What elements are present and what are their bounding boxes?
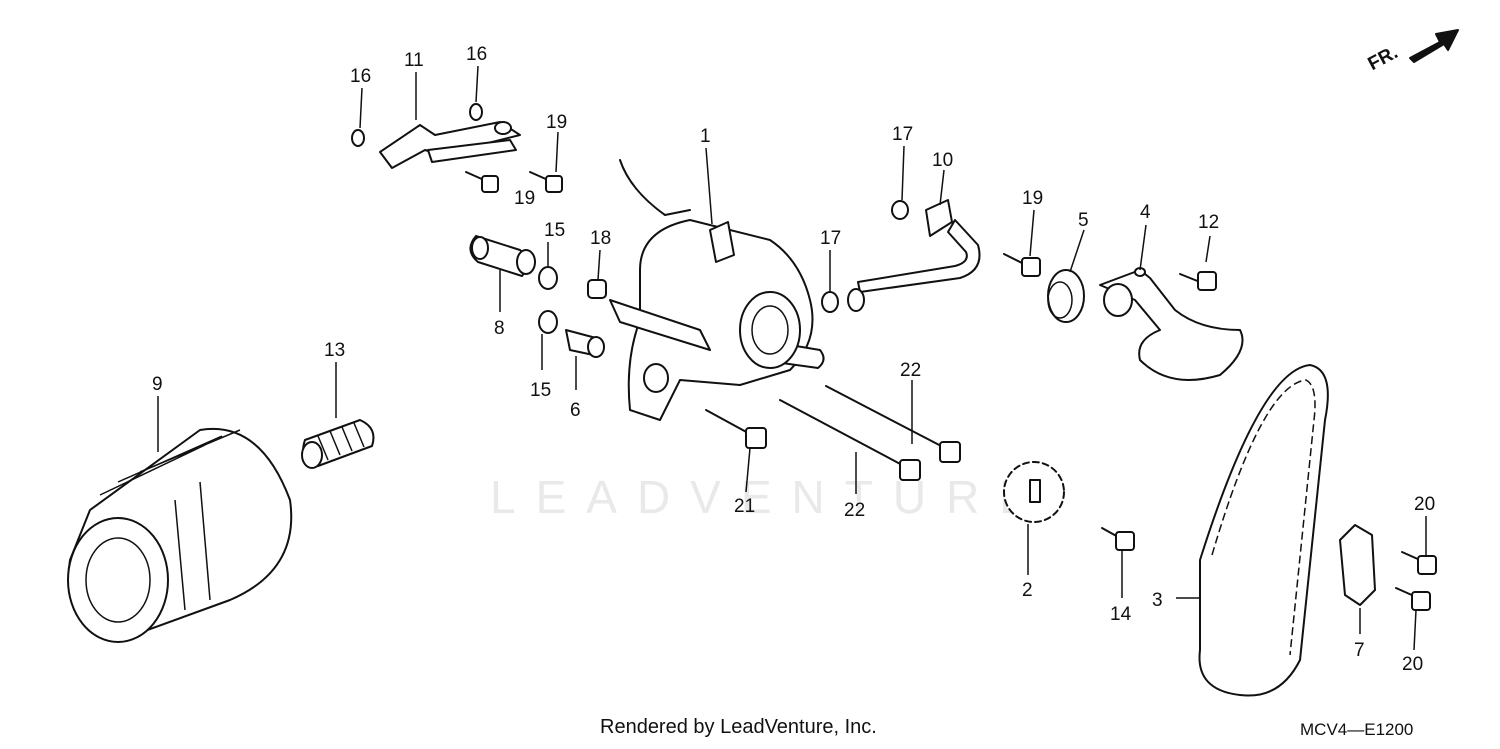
oil-pump-sprocket[interactable] — [1003, 461, 1065, 523]
chain-guide[interactable] — [1339, 524, 1376, 606]
callout-13: 13 — [324, 340, 345, 361]
callout-16a: 16 — [350, 66, 371, 87]
callout-15b: 15 — [530, 380, 551, 401]
callout-14: 14 — [1110, 604, 1132, 625]
bolt-20a[interactable] — [1401, 551, 1437, 575]
callout-12: 12 — [1198, 212, 1219, 233]
callout-4: 4 — [1140, 202, 1151, 223]
callout-3: 3 — [1152, 590, 1163, 611]
oil-pump-assembly[interactable] — [609, 159, 825, 421]
callout-16b: 16 — [466, 44, 487, 65]
o-ring-16b[interactable] — [469, 103, 483, 121]
callout-10: 10 — [932, 150, 953, 171]
callout-17a: 17 — [892, 124, 913, 145]
leader-lines — [157, 65, 1427, 651]
diagram-code: MCV4—E1200 — [1300, 720, 1414, 739]
oil-strainer[interactable] — [1099, 267, 1244, 381]
callout-2: 2 — [1022, 580, 1033, 601]
oil-pipe-10[interactable] — [847, 199, 981, 312]
bolt-21[interactable] — [705, 409, 767, 449]
o-ring-17a[interactable] — [891, 200, 909, 220]
bolt-20b[interactable] — [1395, 587, 1431, 611]
callout-8: 8 — [494, 318, 505, 339]
arrow-up-right-icon — [1409, 29, 1459, 63]
footer-credit: Rendered by LeadVenture, Inc. — [600, 716, 877, 738]
oil-filter[interactable] — [67, 427, 293, 643]
callout-19a: 19 — [546, 112, 567, 133]
drive-chain[interactable] — [1198, 364, 1329, 697]
callout-19b: 19 — [514, 188, 535, 209]
watermark: LEADVENTURE — [490, 471, 1050, 523]
bolt-22b[interactable] — [779, 399, 921, 481]
callout-11: 11 — [404, 50, 424, 71]
dowel-pin[interactable] — [587, 279, 607, 299]
callout-18: 18 — [590, 228, 611, 249]
callout-5: 5 — [1078, 210, 1089, 231]
callout-17b: 17 — [820, 228, 841, 249]
oil-filter-nipple[interactable] — [301, 419, 375, 469]
bolt-22a[interactable] — [825, 385, 961, 463]
oil-seal[interactable] — [1047, 269, 1085, 323]
bolt-14[interactable] — [1101, 527, 1135, 551]
callout-22b: 22 — [844, 500, 865, 521]
callout-7: 7 — [1354, 640, 1365, 661]
callout-6: 6 — [570, 400, 581, 421]
o-ring-15b[interactable] — [538, 310, 558, 334]
relief-valve[interactable] — [469, 235, 536, 277]
oil-pipe[interactable] — [379, 121, 521, 169]
o-ring-15a[interactable] — [538, 266, 558, 290]
callout-19c: 19 — [1022, 188, 1043, 209]
bolt-12[interactable] — [1179, 271, 1217, 291]
bolt-19a[interactable] — [465, 171, 499, 193]
callout-22a: 22 — [900, 360, 921, 381]
o-ring-16a[interactable] — [351, 129, 365, 147]
bolt-19c[interactable] — [1003, 253, 1041, 277]
callout-1: 1 — [700, 126, 711, 147]
callout-21: 21 — [734, 496, 755, 517]
callout-15a: 15 — [544, 220, 565, 241]
bolt-19b[interactable] — [529, 171, 563, 193]
callout-20a: 20 — [1414, 494, 1435, 515]
o-ring-17b[interactable] — [821, 291, 839, 313]
callout-20b: 20 — [1402, 654, 1423, 675]
collar[interactable] — [565, 329, 605, 358]
callout-9: 9 — [152, 374, 163, 395]
